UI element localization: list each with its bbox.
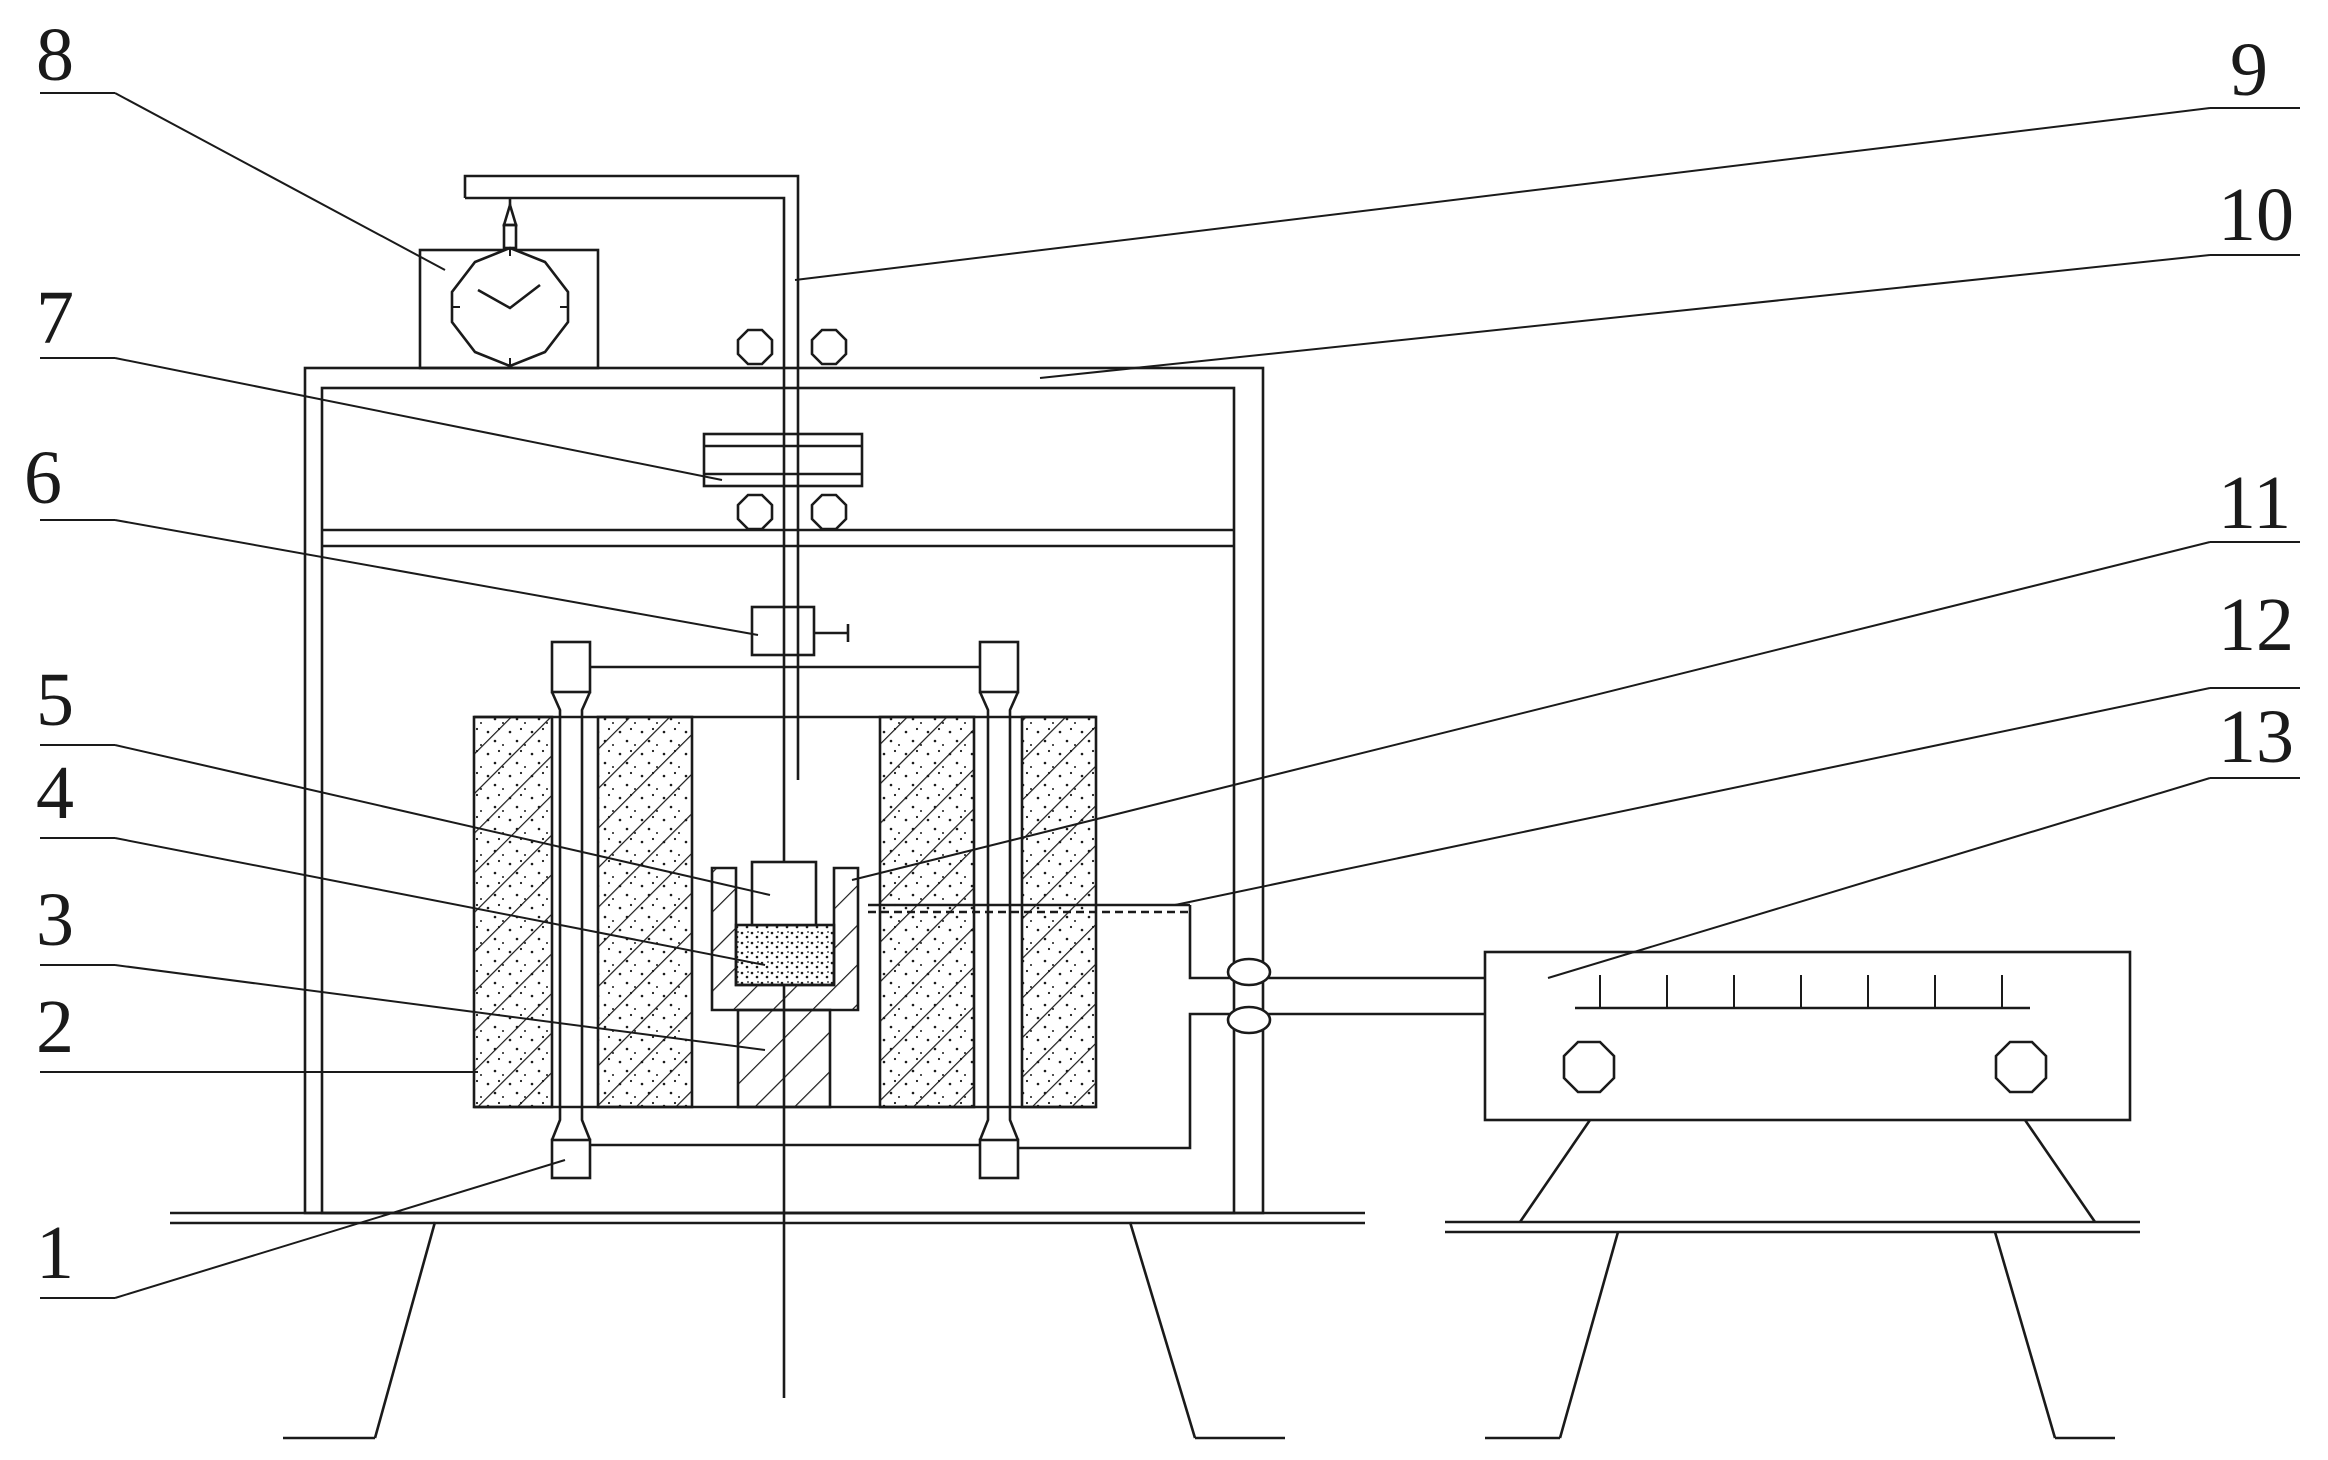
rod-clamp (750, 605, 850, 657)
label-12: 12 (2218, 583, 2294, 667)
label-13: 13 (2218, 695, 2294, 779)
label-10: 10 (2218, 173, 2294, 257)
gauge-hands-icon (477, 283, 541, 310)
control-knob-icon (1562, 1040, 1616, 1094)
temperature-controller (1483, 950, 2132, 1223)
ground-base (170, 1211, 2140, 1234)
label-11: 11 (2218, 461, 2291, 545)
label-6: 6 (24, 436, 62, 520)
heating-probe (868, 903, 1190, 914)
label-9: 9 (2230, 28, 2268, 112)
label-4: 4 (36, 751, 74, 835)
crosshead-block (702, 432, 864, 488)
guide-rollers (736, 328, 848, 531)
sample-powder (734, 923, 836, 987)
connection-pipe (1018, 905, 1485, 1150)
dial-gauge (418, 198, 600, 370)
crucible (710, 866, 860, 1012)
loading-rod (463, 174, 800, 780)
control-knob-icon (1994, 1040, 2048, 1094)
label-7: 7 (36, 276, 74, 360)
pipe-coupler (1226, 957, 1272, 987)
furnace-body (472, 715, 1098, 1109)
tie-bolts (550, 640, 1020, 1180)
support-legs (283, 1221, 2115, 1440)
label-5: 5 (36, 658, 74, 742)
part-labels: 8 9 10 7 6 11 12 13 5 4 3 2 1 (24, 13, 2294, 1295)
indenter (750, 780, 818, 927)
label-2: 2 (36, 985, 74, 1069)
leader-lines (40, 92, 2300, 1299)
label-3: 3 (36, 878, 74, 962)
label-8: 8 (36, 13, 74, 97)
label-1: 1 (36, 1211, 74, 1295)
